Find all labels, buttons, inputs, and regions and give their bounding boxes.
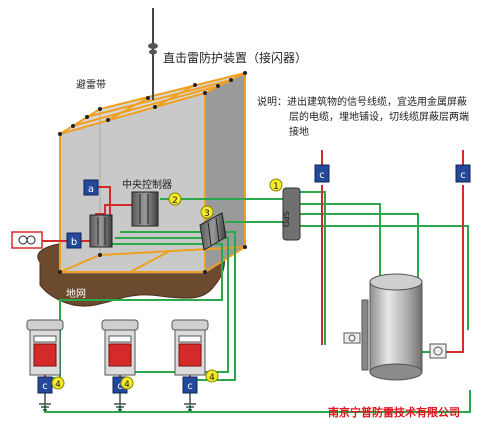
belt-junctions xyxy=(58,71,247,274)
box-a: a xyxy=(83,179,99,196)
valve-right-icon xyxy=(429,343,447,359)
fuel-dispenser-3 xyxy=(171,319,209,376)
power-outlet-icon xyxy=(11,231,43,249)
ground-symbols xyxy=(39,393,196,411)
svg-text:c: c xyxy=(42,381,48,392)
svg-text:c: c xyxy=(117,381,123,392)
box-b: b xyxy=(66,232,82,249)
belt-label: 避雷带 xyxy=(76,78,106,91)
box-c-dispenser-1: c xyxy=(37,376,53,394)
svg-text:4: 4 xyxy=(209,373,215,383)
control-cabinet-main xyxy=(131,191,159,227)
note-line-1: 说明：进出建筑物的信号线缆，宜选用金属屏蔽 xyxy=(257,95,467,108)
cabinet-right xyxy=(199,212,227,251)
lightning-rod xyxy=(148,8,158,100)
title-label: 直击雷防护装置（接闪器） xyxy=(163,50,307,65)
note-line-2: 层的电缆，埋地铺设，切线缆屏蔽层两端 xyxy=(289,110,469,123)
svg-text:1: 1 xyxy=(273,182,279,192)
svg-text:c: c xyxy=(460,170,466,181)
svg-text:c: c xyxy=(187,381,193,392)
storage-tank xyxy=(361,273,423,381)
cabinet-left xyxy=(89,214,113,248)
ground-grid-label: 地网 xyxy=(66,287,86,300)
box-c-top-left: c xyxy=(314,164,330,183)
spd-box xyxy=(282,187,301,241)
marker-3: 3 xyxy=(200,205,214,219)
svg-text:3: 3 xyxy=(204,209,210,219)
svg-text:c: c xyxy=(319,170,325,181)
note-line-3: 接地 xyxy=(289,125,309,138)
svg-text:a: a xyxy=(88,184,94,195)
fuel-dispenser-1 xyxy=(26,319,64,376)
svg-text:4: 4 xyxy=(124,380,130,390)
marker-4-dispenser-3: 4 xyxy=(205,369,219,383)
marker-4-dispenser-1: 4 xyxy=(51,376,65,390)
svg-text:4: 4 xyxy=(55,380,61,390)
marker-1: 1 xyxy=(269,178,283,192)
svg-text:2: 2 xyxy=(172,196,178,206)
svg-text:b: b xyxy=(71,237,77,248)
valve-left-icon xyxy=(343,332,361,344)
company-label: 南京宁普防雷技术有限公司 xyxy=(328,405,460,419)
marker-4-dispenser-2: 4 xyxy=(120,376,134,390)
spd-label: SPD xyxy=(281,211,290,227)
box-c-top-right: c xyxy=(455,164,471,183)
control-room-label: 中央控制器 xyxy=(122,178,172,191)
marker-2: 2 xyxy=(168,192,182,206)
box-c-dispenser-3: c xyxy=(182,376,198,394)
fuel-dispenser-2 xyxy=(101,319,139,376)
